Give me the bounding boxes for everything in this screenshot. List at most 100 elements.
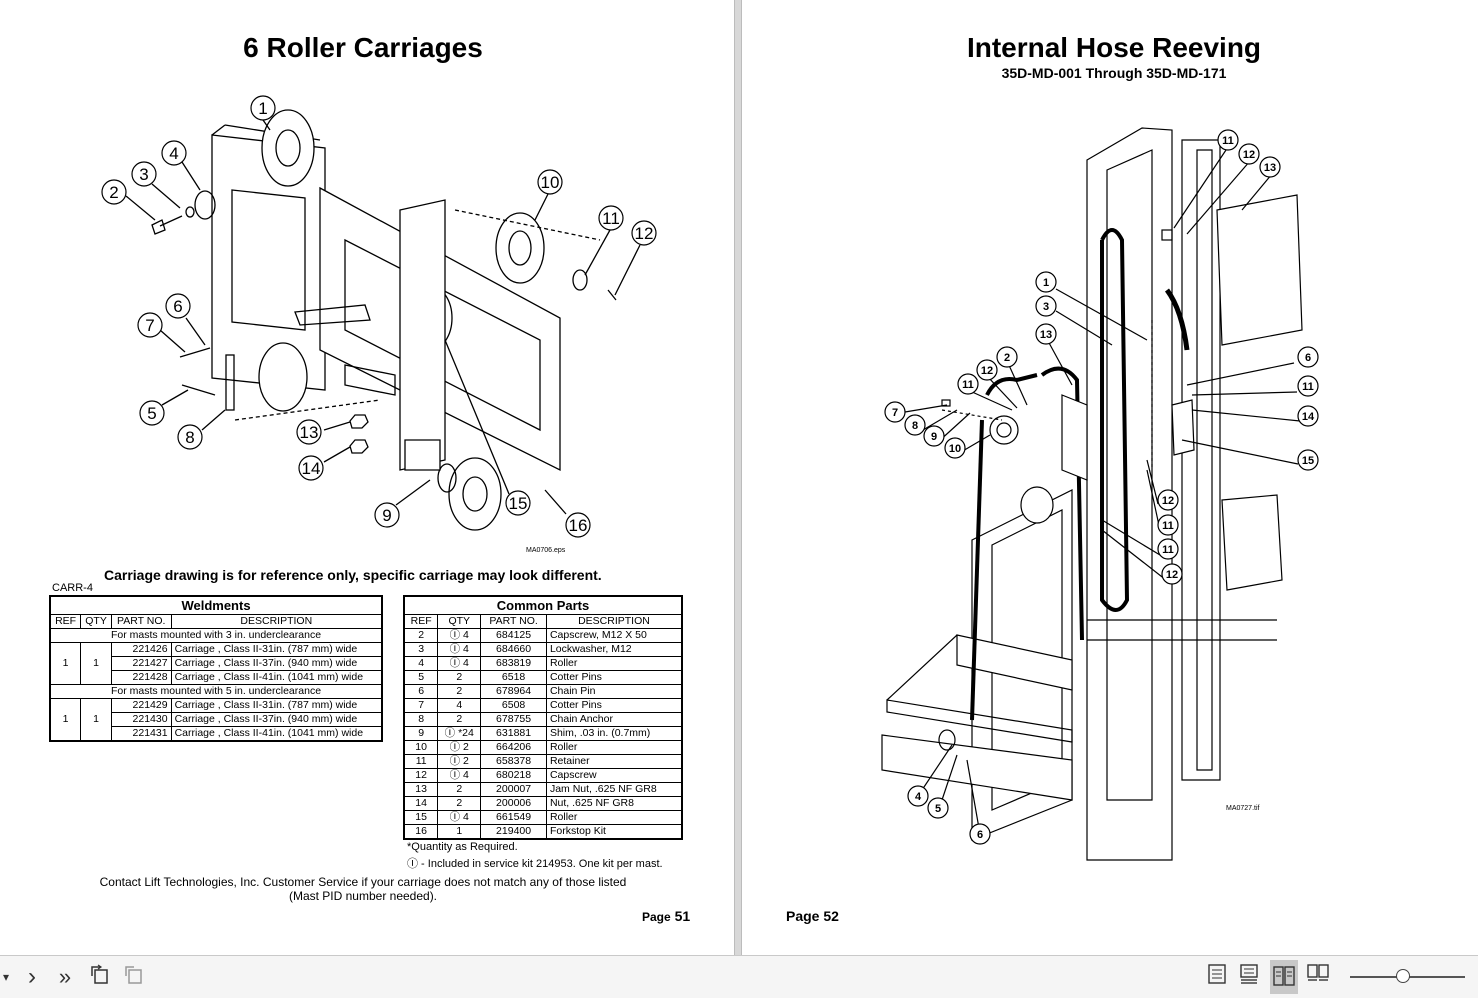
single-page-view-button[interactable] — [1206, 964, 1228, 990]
page-label: Page — [786, 908, 820, 924]
hose-reeving-drawing: 11 12 13 1 3 13 2 12 11 7 8 9 10 6 11 14… — [881, 127, 1319, 861]
group1-label: For masts mounted with 3 in. undercleara… — [49, 628, 383, 643]
description: Cotter Pins — [545, 670, 683, 685]
description: Capscrew — [545, 768, 683, 783]
callout-11b: 11 — [962, 379, 974, 391]
ref-cell: 7 — [403, 698, 439, 713]
description: Nut, .625 NF GR8 — [545, 796, 683, 811]
part-no: 684125 — [480, 628, 547, 643]
description: Chain Pin — [545, 684, 683, 699]
description: Cotter Pins — [545, 698, 683, 713]
right-page-subtitle: 35D-MD-001 Through 35D-MD-171 — [1001, 65, 1227, 81]
callout-5: 5 — [147, 404, 156, 423]
callout-8: 8 — [912, 420, 918, 432]
col-qty: QTY — [80, 614, 112, 629]
callout-12b: 12 — [981, 365, 993, 377]
ref-cell: 10 — [403, 740, 439, 755]
reference-note: Carriage drawing is for reference only, … — [104, 567, 602, 583]
callout-1: 1 — [1043, 277, 1049, 289]
two-page-continuous-button[interactable] — [1306, 964, 1330, 990]
callout-15: 15 — [1302, 455, 1314, 467]
callout-3: 3 — [1043, 301, 1049, 313]
part-no: 219400 — [480, 824, 547, 840]
group1-ref: 1 — [49, 642, 82, 685]
page-number: 51 — [674, 908, 691, 924]
col-desc: DESCRIPTION — [545, 614, 683, 629]
description: Jam Nut, .625 NF GR8 — [545, 782, 683, 797]
callout-9: 9 — [931, 431, 937, 443]
qty-cell: Ⓘ 4 — [437, 768, 482, 783]
callout-2: 2 — [109, 183, 118, 202]
callout-14: 14 — [1302, 411, 1315, 423]
col-qty: QTY — [437, 614, 482, 629]
two-page-continuous-icon — [1307, 964, 1329, 981]
part-no: 221429 — [110, 698, 172, 713]
left-page: 6 Roller Carriages — [0, 0, 734, 955]
part-no: 684660 — [480, 642, 547, 657]
callout-4: 4 — [169, 144, 178, 163]
table-row: 1 1 221426 Carriage , Class II-31in. (78… — [49, 642, 383, 685]
zoom-slider-knob[interactable] — [1396, 969, 1410, 983]
callout-16: 16 — [569, 516, 588, 535]
part-no: 683819 — [480, 656, 547, 671]
description: Chain Anchor — [545, 712, 683, 727]
description: Lockwasher, M12 — [545, 642, 683, 657]
callout-6: 6 — [173, 297, 182, 316]
ref-cell: 11 — [403, 754, 439, 769]
callout-7: 7 — [145, 316, 154, 335]
description: Roller — [545, 810, 683, 825]
ref-cell: 13 — [403, 782, 439, 797]
description: Forkstop Kit — [545, 824, 683, 840]
description: Roller — [545, 740, 683, 755]
description: Carriage , Class II-31in. (787 mm) wide — [170, 642, 383, 657]
rotate-page-icon — [91, 964, 108, 984]
part-no: 661549 — [480, 810, 547, 825]
table-row: 221430 Carriage , Class II-37in. (940 mm… — [50, 712, 383, 727]
weldments-caption: Weldments — [49, 595, 383, 615]
dropdown-arrow-icon[interactable]: ▾ — [2, 970, 10, 984]
page-divider — [734, 0, 742, 955]
contact-line-1: Contact Lift Technologies, Inc. Customer… — [99, 875, 627, 889]
callout-6b: 6 — [977, 829, 983, 841]
qty-cell: Ⓘ 4 — [437, 656, 482, 671]
col-part: PART NO. — [110, 614, 172, 629]
callout-6: 6 — [1305, 352, 1311, 364]
col-ref: REF — [403, 614, 439, 629]
last-page-button[interactable]: » — [58, 964, 72, 989]
ref-cell: 4 — [403, 656, 439, 671]
col-ref: REF — [49, 614, 82, 629]
ref-cell: 8 — [403, 712, 439, 727]
description: Carriage , Class II-31in. (787 mm) wide — [170, 698, 383, 713]
callout-1: 1 — [258, 99, 267, 118]
part-no: 658378 — [480, 754, 547, 769]
qty-cell: Ⓘ 4 — [437, 628, 482, 643]
part-no: 6508 — [480, 698, 547, 713]
two-page-view-button[interactable] — [1270, 960, 1298, 994]
rotate-view-button[interactable] — [88, 964, 112, 990]
carriage-exploded-drawing: 1 4 3 2 5 6 7 8 9 10 11 12 13 14 15 16 — [101, 95, 657, 538]
description: Shim, .03 in. (0.7mm) — [545, 726, 683, 741]
qty-cell: Ⓘ 4 — [437, 642, 482, 657]
next-page-button[interactable]: › — [28, 963, 36, 990]
left-drawing-id: MA0706.eps — [526, 547, 566, 554]
callout-7: 7 — [892, 407, 898, 419]
left-page-number: Page 51 — [642, 908, 690, 924]
description: Retainer — [545, 754, 683, 769]
right-drawing-id: MA0727.tif — [1226, 805, 1260, 812]
ref-cell: 12 — [403, 768, 439, 783]
rotate-other-button[interactable] — [122, 964, 146, 990]
common-parts-caption: Common Parts — [403, 595, 683, 615]
part-no: 221431 — [110, 726, 172, 742]
two-page-icon — [1273, 966, 1295, 986]
callout-12: 12 — [1243, 149, 1255, 161]
ref-cell: 15 — [403, 810, 439, 825]
continuous-view-button[interactable] — [1238, 964, 1260, 990]
ref-cell: 14 — [403, 796, 439, 811]
part-no: 680218 — [480, 768, 547, 783]
